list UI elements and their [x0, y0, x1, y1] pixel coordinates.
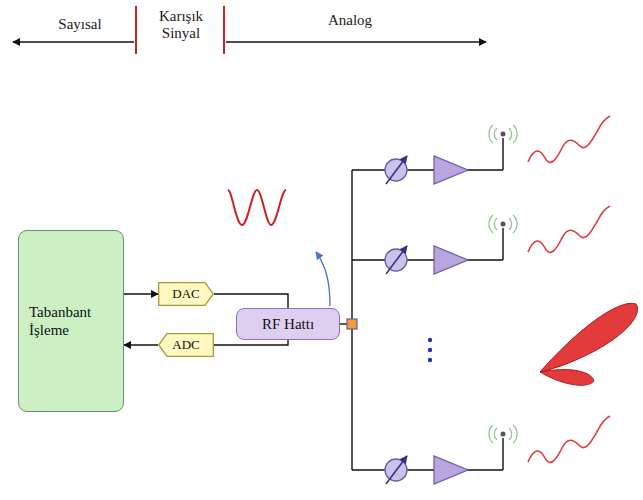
node-text: RF Hattı	[262, 315, 314, 333]
signal-connector	[124, 293, 158, 294]
antenna-branch	[352, 416, 610, 484]
ellipsis-dot	[428, 348, 432, 352]
signal-wave	[228, 190, 286, 225]
node-text: Tabanbant İşleme	[29, 303, 111, 339]
ellipsis-dot	[428, 358, 432, 362]
domain-label: Sayısal	[40, 16, 120, 33]
signal-connector	[214, 294, 288, 308]
domain-arrow	[13, 41, 134, 42]
processing-block: Tabanbant İşleme	[18, 230, 124, 412]
node-text: ADC	[172, 337, 199, 353]
domain-arrow	[226, 41, 486, 42]
domain-label: Karışık Sinyal	[140, 8, 222, 43]
domain-separator	[223, 6, 225, 54]
signal-connector	[124, 344, 158, 345]
beam-pattern	[540, 303, 638, 385]
domain-label: Analog	[300, 12, 400, 29]
splitter	[347, 319, 357, 329]
ellipsis-dot	[428, 338, 432, 342]
domain-separator	[135, 6, 137, 54]
rf-chain-block: RF Hattı	[236, 308, 340, 340]
antenna-branch	[352, 116, 610, 184]
signal-connector	[214, 340, 288, 345]
signal-pointer	[316, 252, 330, 306]
antenna-branch	[352, 206, 610, 274]
converter-block: DAC	[158, 282, 214, 306]
node-text: DAC	[172, 286, 199, 302]
converter-block: ADC	[158, 333, 214, 357]
